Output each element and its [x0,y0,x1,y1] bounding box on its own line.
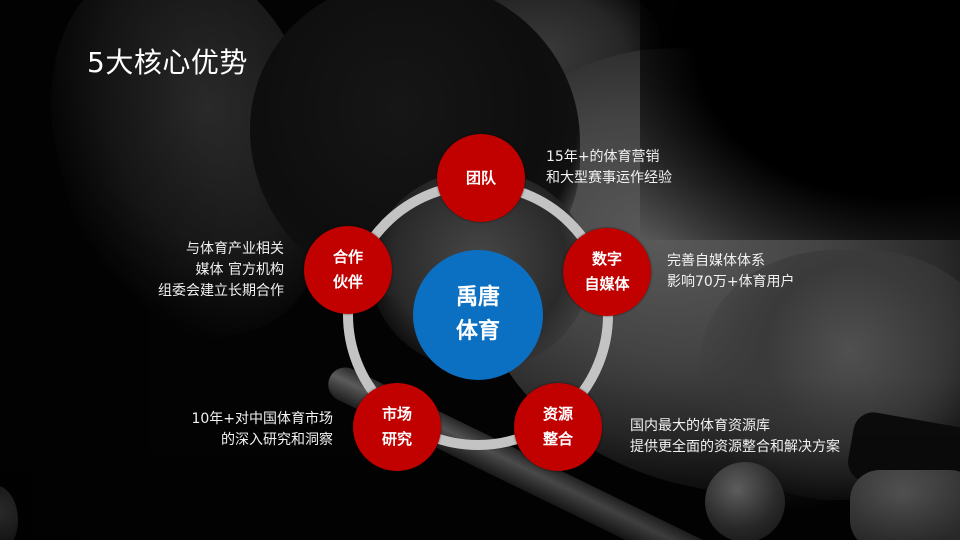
description-line: 和大型赛事运作经验 [546,170,672,186]
description-market-research: 10年+对中国体育市场 的深入研究和洞察 [191,409,333,451]
description-line: 提供更全面的资源整合和解决方案 [630,439,840,455]
node-label: 数字 [591,250,622,268]
node-label: 市场 [381,405,412,423]
description-resource-integration: 国内最大的体育资源库 提供更全面的资源整合和解决方案 [630,416,840,458]
background-photo-shoulder [420,0,660,110]
background-photo-ball-left [0,485,18,540]
node-label: 资源 [542,405,573,423]
hub-label-line2: 体育 [455,319,500,344]
node-team: 团队 [437,134,525,222]
node-label: 整合 [542,430,573,448]
node-label: 研究 [381,430,412,448]
description-partners: 与体育产业相关 媒体 官方机构 组委会建立长期合作 [158,239,284,302]
node-label: 自媒体 [584,275,630,293]
background-photo-wristband [844,409,960,501]
description-line: 国内最大的体育资源库 [630,418,770,434]
description-line: 影响70万+体育用户 [667,274,795,290]
node-digital-media: 数字 自媒体 [563,228,651,316]
node-partners: 合作 伙伴 [304,226,392,314]
description-line: 15年+的体育营销 [546,149,660,165]
hub-circle: 禹唐 体育 [413,250,543,380]
node-market-research: 市场 研究 [353,383,441,471]
hub-label-line1: 禹唐 [455,285,500,310]
node-resource-integration: 资源 整合 [514,383,602,471]
slide-title: 5大核心优势 [87,46,248,79]
node-label: 伙伴 [332,273,363,291]
description-line: 10年+对中国体育市场 [191,411,333,427]
background-photo-ball [705,462,785,540]
description-line: 组委会建立长期合作 [158,283,284,299]
description-line: 媒体 官方机构 [195,262,284,278]
description-line: 与体育产业相关 [186,241,284,257]
node-label: 合作 [332,248,363,266]
background-photo-hand [850,470,960,540]
description-line: 的深入研究和洞察 [221,432,333,448]
description-digital-media: 完善自媒体体系 影响70万+体育用户 [667,251,795,293]
node-label: 团队 [465,168,496,187]
description-line: 完善自媒体体系 [667,253,765,269]
description-team: 15年+的体育营销 和大型赛事运作经验 [546,147,672,189]
background-shade [640,0,960,240]
